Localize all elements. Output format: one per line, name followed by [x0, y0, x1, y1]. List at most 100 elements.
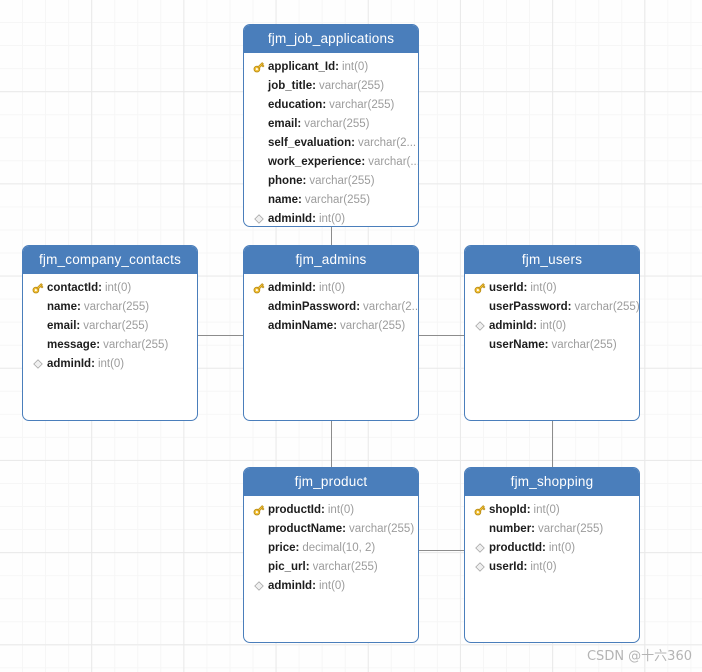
column-row[interactable]: adminId:int(0) — [23, 354, 197, 373]
column-row[interactable]: adminId:int(0) — [244, 278, 418, 297]
column-datatype: varchar(255) — [348, 522, 415, 535]
column-datatype: varchar(255) — [318, 79, 385, 92]
column-separator: : — [567, 300, 572, 313]
column-separator: : — [312, 79, 316, 92]
column-name: userId — [489, 560, 524, 573]
column-icon-placeholder — [249, 116, 268, 131]
primary-key-icon — [249, 280, 268, 295]
column-datatype: varchar(... — [368, 155, 418, 168]
column-name: number — [489, 522, 532, 535]
relationship-line-fjm_admins-to-fjm_users[interactable] — [419, 335, 464, 336]
column-row[interactable]: adminId:int(0) — [465, 316, 639, 335]
column-separator: : — [542, 541, 546, 554]
column-row[interactable]: userId:int(0) — [465, 278, 639, 297]
column-icon-placeholder — [249, 192, 268, 207]
relationship-line-fjm_users-to-fjm_shopping[interactable] — [552, 421, 553, 467]
relationship-line-fjm_company_contacts-to-fjm_admins[interactable] — [198, 335, 243, 336]
column-name: productId — [268, 503, 322, 516]
primary-key-icon — [249, 502, 268, 517]
column-row[interactable]: job_title:varchar(255) — [244, 76, 418, 95]
column-row[interactable]: adminPassword:varchar(2... — [244, 297, 418, 316]
column-row[interactable]: shopId:int(0) — [465, 500, 639, 519]
column-datatype: varchar(255) — [340, 319, 406, 332]
column-row[interactable]: userPassword:varchar(255) — [465, 297, 639, 316]
column-row[interactable]: work_experience:varchar(... — [244, 152, 418, 171]
column-row[interactable]: message:varchar(255) — [23, 335, 197, 354]
column-row[interactable]: contactId:int(0) — [23, 278, 197, 297]
column-separator: : — [312, 579, 316, 592]
entity-table-fjm_shopping[interactable]: fjm_shopping shopId:int(0)number:varchar(… — [464, 467, 640, 643]
foreign-key-icon — [249, 211, 268, 226]
foreign-key-icon — [28, 356, 47, 371]
column-name: adminPassword — [268, 300, 357, 313]
table-title-fjm_shopping[interactable]: fjm_shopping — [465, 468, 639, 496]
column-row[interactable]: productId:int(0) — [465, 538, 639, 557]
table-columns-fjm_admins: adminId:int(0)adminPassword:varchar(2...… — [244, 274, 418, 335]
column-icon-placeholder — [470, 299, 489, 314]
column-name: userId — [489, 281, 524, 294]
relationship-line-fjm_admins-to-fjm_product[interactable] — [331, 421, 332, 467]
csdn-watermark: CSDN @十六360 — [586, 649, 692, 664]
column-name: adminId — [489, 319, 534, 332]
table-title-fjm_users[interactable]: fjm_users — [465, 246, 639, 274]
column-separator: : — [305, 560, 310, 573]
column-separator: : — [76, 319, 81, 332]
table-title-fjm_company_contacts[interactable]: fjm_company_contacts — [23, 246, 197, 274]
column-row[interactable]: adminId:int(0) — [244, 576, 418, 595]
column-row[interactable]: userId:int(0) — [465, 557, 639, 576]
column-separator: : — [297, 117, 302, 130]
table-title-fjm_product[interactable]: fjm_product — [244, 468, 418, 496]
column-name: email — [47, 319, 77, 332]
column-name: message — [47, 338, 97, 351]
column-row[interactable]: userName:varchar(255) — [465, 335, 639, 354]
column-name: price — [268, 541, 296, 554]
column-name: adminId — [268, 579, 313, 592]
column-row[interactable]: applicant_Id:int(0) — [244, 57, 418, 76]
column-row[interactable]: number:varchar(255) — [465, 519, 639, 538]
column-name: job_title — [268, 79, 313, 92]
column-row[interactable]: name:varchar(255) — [23, 297, 197, 316]
column-row[interactable]: education:varchar(255) — [244, 95, 418, 114]
column-row[interactable]: adminName:varchar(255) — [244, 316, 418, 335]
column-datatype: decimal(10, 2) — [302, 541, 376, 554]
column-row[interactable]: email:varchar(255) — [244, 114, 418, 133]
column-separator: : — [322, 98, 327, 111]
column-row[interactable]: name:varchar(255) — [244, 190, 418, 209]
column-name: contactId — [47, 281, 99, 294]
column-row[interactable]: self_evaluation:varchar(2... — [244, 133, 418, 152]
column-separator: : — [312, 212, 316, 225]
column-row[interactable]: pic_url:varchar(255) — [244, 557, 418, 576]
column-icon-placeholder — [470, 337, 489, 352]
column-row[interactable]: price:decimal(10, 2) — [244, 538, 418, 557]
column-icon-placeholder — [249, 540, 268, 555]
table-title-fjm_admins[interactable]: fjm_admins — [244, 246, 418, 274]
column-row[interactable]: productId:int(0) — [244, 500, 418, 519]
column-row[interactable]: email:varchar(255) — [23, 316, 197, 335]
column-icon-placeholder — [249, 559, 268, 574]
column-datatype: varchar(255) — [574, 300, 639, 313]
column-separator: : — [351, 136, 355, 149]
table-columns-fjm_job_applications: applicant_Id:int(0)job_title:varchar(255… — [244, 53, 418, 226]
table-title-fjm_job_applications[interactable]: fjm_job_applications — [244, 25, 418, 53]
column-datatype: int(0) — [530, 281, 557, 294]
column-icon-placeholder — [28, 318, 47, 333]
column-row[interactable]: phone:varchar(255) — [244, 171, 418, 190]
column-row[interactable]: adminId:int(0) — [244, 209, 418, 226]
column-separator: : — [298, 193, 302, 206]
column-icon-placeholder — [249, 154, 268, 169]
relationship-line-fjm_product-to-fjm_shopping[interactable] — [419, 550, 464, 551]
column-name: productName — [268, 522, 343, 535]
column-name: pic_url — [268, 560, 306, 573]
relationship-line-fjm_job_applications-to-fjm_admins[interactable] — [331, 227, 332, 245]
column-datatype: int(0) — [327, 503, 355, 516]
column-datatype: varchar(255) — [312, 560, 378, 573]
column-name: adminId — [268, 212, 313, 225]
column-name: education — [268, 98, 323, 111]
column-row[interactable]: productName:varchar(255) — [244, 519, 418, 538]
entity-table-fjm_company_contacts[interactable]: fjm_company_contacts contactId:int(0)name… — [22, 245, 198, 421]
